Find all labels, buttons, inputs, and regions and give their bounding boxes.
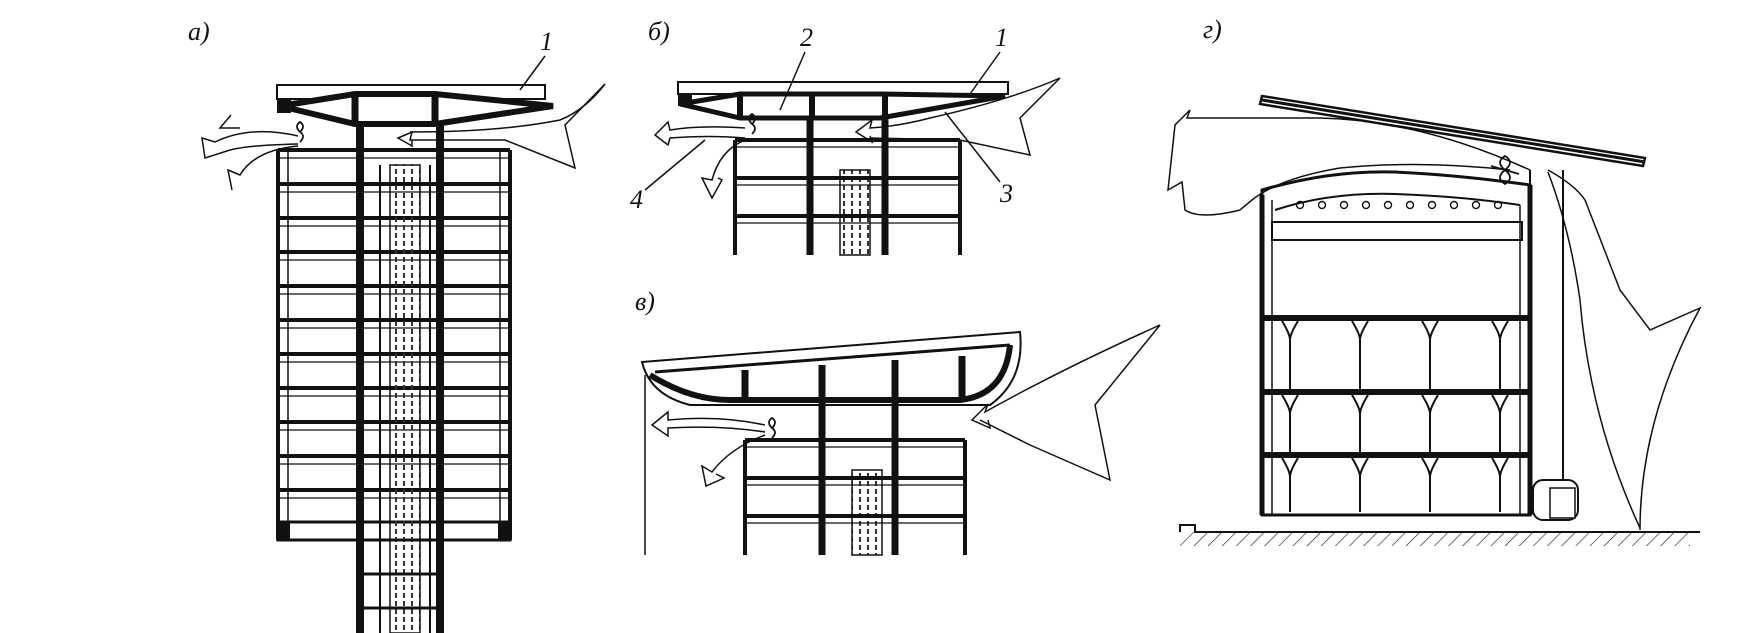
vent-hole [1317, 200, 1327, 210]
roof-structure-v [640, 330, 1022, 406]
column-arch [1421, 457, 1439, 512]
column-arch [1421, 320, 1439, 389]
panel-label-a: а) [188, 17, 210, 46]
column-arch [1281, 320, 1299, 389]
roof-canopy-g [1258, 94, 1647, 168]
panel-label-g: г) [1203, 15, 1222, 44]
building-section-g [1259, 170, 1533, 517]
panel-g: г) [1167, 15, 1702, 546]
vent-hole [1361, 200, 1371, 210]
callout-4-b: 4 [630, 139, 706, 214]
column-arch [1421, 394, 1439, 452]
column-arch [1491, 457, 1509, 512]
building-body-v [644, 375, 967, 556]
vent-hole [1427, 200, 1437, 210]
turbine-icon [296, 120, 304, 143]
vent-hole [1339, 200, 1349, 210]
panel-v: в) [635, 287, 1161, 556]
vent-hole [1449, 200, 1459, 210]
callout-label: 1 [540, 27, 553, 56]
roof-structure-a [276, 84, 554, 127]
callout-label: 1 [995, 23, 1008, 52]
building-body-b [733, 118, 962, 256]
turbine-icon [768, 416, 776, 439]
exhaust-shaft-g [1529, 170, 1579, 521]
callout-label: 3 [999, 179, 1013, 208]
wind-outflow-arrow-v [650, 410, 766, 488]
wind-inflow-arrow-v [970, 324, 1161, 482]
fan-icon [1490, 154, 1520, 186]
panel-label-b: б) [648, 17, 670, 46]
callout-label: 4 [630, 185, 643, 214]
vent-hole [1405, 200, 1415, 210]
column-arch [1491, 394, 1509, 452]
callout-2-b: 2 [779, 23, 813, 111]
vent-hole [1383, 200, 1393, 210]
column-arch [1351, 320, 1369, 389]
turbine-icon [748, 112, 756, 135]
wind-inflow-arrow-b [854, 77, 1061, 156]
wind-outflow-arrow-g [1167, 109, 1531, 216]
column-arch [1281, 394, 1299, 452]
ground-g [1179, 524, 1700, 546]
vent-hole [1493, 200, 1503, 210]
wind-inflow-arrow-g [1547, 169, 1702, 531]
panel-b: б) 2 1 4 3 [630, 17, 1061, 256]
vent-hole [1471, 200, 1481, 210]
column-arch [1491, 320, 1509, 389]
wind-outflow-arrow-b [653, 120, 746, 200]
panel-label-v: в) [635, 287, 655, 316]
callout-1-a: 1 [519, 27, 553, 91]
roof-structure-b [677, 81, 1009, 121]
column-arch [1351, 394, 1369, 452]
callout-1-b: 1 [969, 23, 1008, 95]
wind-inflow-arrow-a [396, 83, 606, 170]
vent-hole [1295, 200, 1305, 210]
callout-3-b: 3 [944, 111, 1013, 208]
wind-outflow-arrow-a [201, 114, 299, 191]
core-shaft-a [356, 125, 444, 633]
column-arch [1351, 457, 1369, 512]
panel-a: а) 1 [188, 17, 606, 633]
callout-label: 2 [800, 23, 813, 52]
column-arch [1281, 457, 1299, 512]
